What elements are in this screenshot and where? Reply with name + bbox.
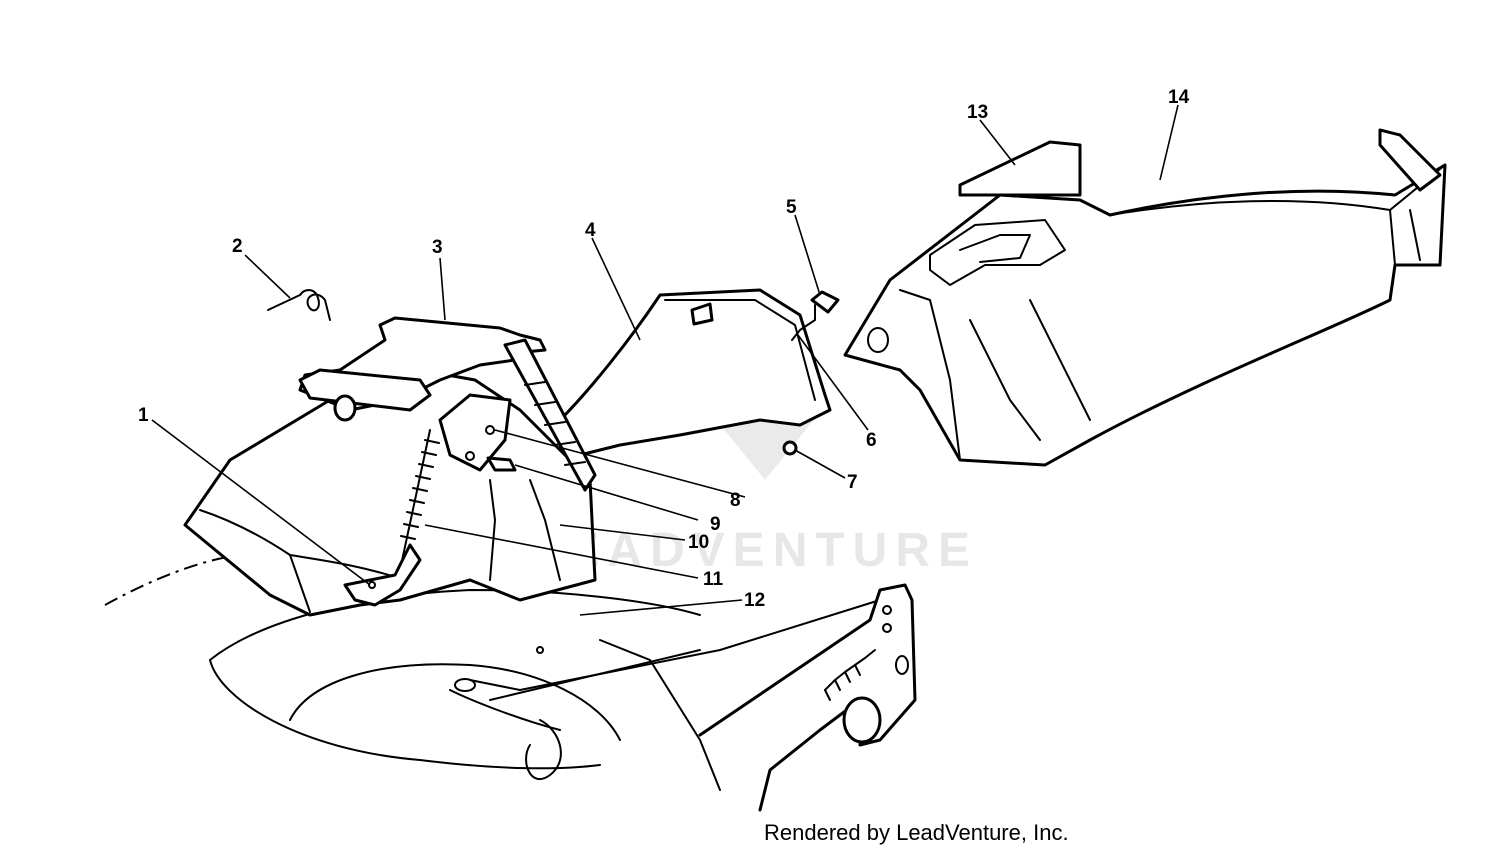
rendered-by-credit: Rendered by LeadVenture, Inc. (764, 820, 1069, 845)
callout-6: 6 (866, 430, 877, 451)
callout-4: 4 (585, 220, 596, 241)
hinge-bracket (438, 393, 512, 472)
callout-12: 12 (744, 590, 765, 611)
watermark-text: LEADVENTURE (530, 524, 978, 577)
callout-10: 10 (688, 532, 709, 553)
latch-hardware (782, 290, 840, 456)
spring-bracket (343, 543, 422, 607)
callout-3: 3 (432, 237, 443, 258)
small-spring (267, 289, 331, 321)
deflector-door (558, 288, 832, 457)
callout-5: 5 (786, 197, 797, 218)
callout-11: 11 (703, 569, 724, 590)
bolt (486, 456, 517, 472)
callout-13: 13 (967, 102, 988, 123)
foam-strip (958, 140, 1082, 197)
mower-deck (104, 554, 881, 791)
callout-2: 2 (232, 236, 243, 257)
callout-14: 14 (1168, 87, 1190, 108)
callout-7: 7 (847, 472, 858, 493)
callouts: 1 2 3 4 5 6 7 8 9 10 11 12 13 14 (138, 87, 1190, 611)
height-adjust-bracket (698, 583, 917, 812)
callout-8: 8 (730, 490, 741, 511)
leader-lines (151, 104, 1179, 616)
discharge-chute (843, 128, 1447, 467)
callout-9: 9 (710, 514, 721, 535)
callout-1: 1 (138, 405, 149, 426)
torsion-spring (399, 429, 440, 571)
deflector-handle (298, 316, 597, 492)
